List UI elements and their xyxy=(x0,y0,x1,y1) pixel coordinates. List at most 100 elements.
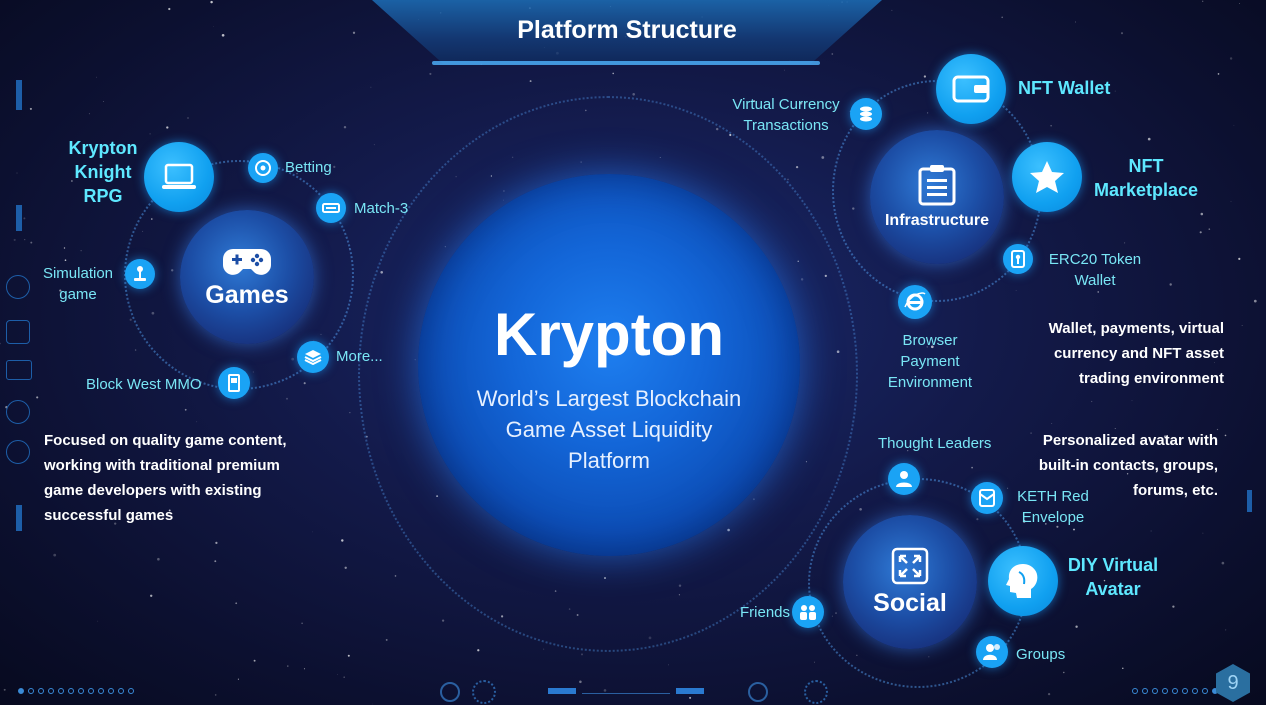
star xyxy=(579,680,582,684)
star xyxy=(930,345,934,349)
side-decoration xyxy=(16,205,22,231)
betting-label: Betting xyxy=(285,159,332,176)
star xyxy=(429,72,432,75)
krypton-knight-label: Krypton Knight RPG xyxy=(58,136,148,208)
side-icon xyxy=(6,400,30,424)
virtual-currency-node xyxy=(850,98,882,130)
star xyxy=(1063,671,1065,674)
description-line: working with traditional premium xyxy=(44,457,280,474)
star xyxy=(215,541,218,545)
star xyxy=(1214,362,1216,364)
star xyxy=(129,318,132,321)
star xyxy=(89,155,91,157)
infrastructure-description: Wallet, payments, virtual currency and N… xyxy=(1020,316,1224,391)
star xyxy=(529,80,532,83)
bottom-bar-decoration xyxy=(548,688,576,694)
star xyxy=(1044,523,1047,525)
label-line: Simulation xyxy=(42,265,114,282)
star xyxy=(1114,90,1116,92)
star xyxy=(1125,327,1127,329)
star xyxy=(333,165,336,169)
star xyxy=(3,688,6,691)
label-line: Environment xyxy=(887,374,973,391)
star xyxy=(1051,423,1053,424)
laptop-icon xyxy=(162,163,196,189)
side-icon xyxy=(6,320,30,344)
star xyxy=(1230,200,1232,202)
browser-e-icon xyxy=(904,292,926,311)
token-card-icon xyxy=(1011,250,1025,268)
star xyxy=(441,619,445,622)
star xyxy=(23,217,26,220)
bottom-dot-decoration xyxy=(18,688,134,694)
star xyxy=(303,668,306,670)
star xyxy=(214,694,217,696)
side-icon xyxy=(6,440,30,464)
feature-line: Krypton xyxy=(68,138,138,158)
star xyxy=(783,100,785,101)
star xyxy=(36,396,39,399)
head-profile-icon xyxy=(1006,564,1038,598)
expand-frame-icon xyxy=(891,547,929,584)
star xyxy=(59,289,62,292)
social-hub-label: Social xyxy=(873,588,947,617)
star xyxy=(1163,435,1167,438)
krypton-center-circle xyxy=(418,174,800,556)
star xyxy=(907,450,909,452)
more-label: More... xyxy=(336,348,383,365)
star xyxy=(784,69,785,71)
bottom-ring-decoration xyxy=(472,680,496,704)
star xyxy=(580,653,584,656)
star xyxy=(799,101,803,105)
keth-label: KETH Red Envelope xyxy=(1012,486,1094,528)
star xyxy=(341,539,344,542)
krypton-knight-node xyxy=(144,142,214,212)
star xyxy=(923,75,927,78)
feature-line: Marketplace xyxy=(1093,180,1199,200)
bottom-ring-decoration xyxy=(748,682,768,702)
star xyxy=(543,648,545,650)
more-node xyxy=(297,341,329,373)
star xyxy=(134,349,137,351)
page-title: Platform Structure xyxy=(517,16,737,44)
friends-icon xyxy=(800,605,816,620)
description-line: game developers with existing xyxy=(44,482,262,499)
star xyxy=(373,144,375,146)
star xyxy=(891,9,893,11)
side-icon xyxy=(6,275,30,299)
side-decoration xyxy=(16,80,22,110)
groups-label: Groups xyxy=(1016,646,1066,663)
star xyxy=(1224,434,1227,437)
star xyxy=(1238,257,1241,260)
label-line: game xyxy=(59,286,97,303)
feature-line: Avatar xyxy=(1085,579,1141,599)
description-line: trading environment xyxy=(1078,370,1224,387)
star xyxy=(1015,290,1017,291)
star xyxy=(689,696,692,699)
star xyxy=(166,126,169,129)
star xyxy=(30,241,33,244)
star xyxy=(1225,629,1227,631)
star xyxy=(1147,564,1148,565)
star xyxy=(1022,519,1026,523)
star xyxy=(1075,21,1077,23)
star xyxy=(1007,487,1009,489)
star xyxy=(184,408,187,411)
center-subtitle-line: Game Asset Liquidity xyxy=(505,417,713,442)
bottom-ring-decoration xyxy=(440,682,460,702)
thought-leaders-node xyxy=(888,463,920,495)
star xyxy=(63,247,66,249)
star xyxy=(96,76,97,78)
diy-avatar-node xyxy=(988,546,1058,616)
label-line: Payment xyxy=(900,353,960,370)
description-line: Personalized avatar with xyxy=(1042,432,1218,449)
star xyxy=(1126,473,1129,475)
star xyxy=(1120,32,1124,35)
star xyxy=(71,180,73,182)
star xyxy=(1073,528,1075,531)
center-subtitle: World’s Largest Blockchain Game Asset Li… xyxy=(450,383,768,476)
star xyxy=(1122,667,1124,670)
star xyxy=(891,377,893,379)
star xyxy=(29,107,32,110)
betting-node xyxy=(248,153,278,183)
